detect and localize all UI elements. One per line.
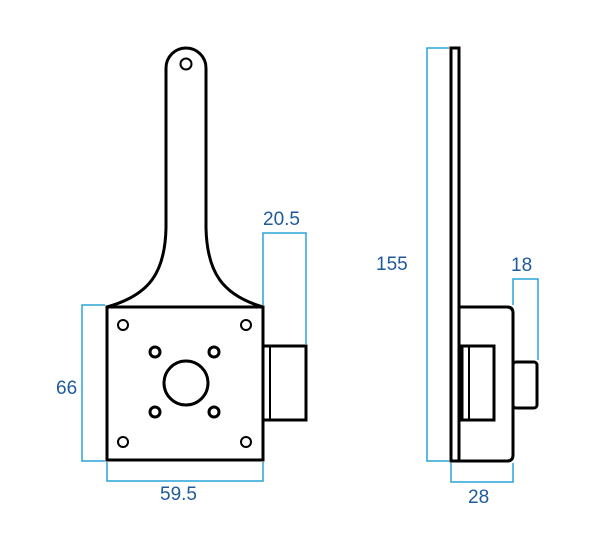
dimension-label-width: 59.5 <box>160 484 197 505</box>
dimension-label-height: 66 <box>56 378 77 399</box>
front-view <box>105 46 308 462</box>
dimension-line-base-depth <box>450 463 514 483</box>
bolt-hole-top-right <box>207 345 221 359</box>
dimension-label-base-depth: 28 <box>468 487 489 508</box>
dimension-line-total-height <box>426 47 449 462</box>
side-view-dimensions <box>426 47 539 483</box>
dimension-label-total-height: 155 <box>376 254 408 275</box>
corner-hole-bottom-left <box>117 436 129 448</box>
bolt-hole-bottom-left <box>148 405 162 419</box>
dimension-line-side-boss-depth <box>512 278 539 360</box>
side-boss <box>511 360 539 410</box>
side-plate <box>449 46 461 463</box>
dimension-label-side-boss-depth: 18 <box>511 255 532 276</box>
corner-hole-bottom-right <box>240 436 252 448</box>
front-view-dimensions <box>81 232 307 482</box>
handle-arm-outline <box>106 46 264 309</box>
dimension-line-width <box>106 462 264 482</box>
corner-hole-top-right <box>240 319 252 331</box>
dimension-line-height <box>81 304 105 462</box>
bolt-hole-bottom-right <box>207 405 221 419</box>
mounting-plate <box>105 305 265 462</box>
dimension-label-boss-depth: 20.5 <box>263 209 300 230</box>
side-recess <box>460 344 496 422</box>
handle-hanging-hole <box>179 57 193 71</box>
corner-hole-top-left <box>117 319 129 331</box>
side-view <box>449 46 539 463</box>
bolt-hole-top-left <box>148 345 162 359</box>
center-hole <box>162 359 210 407</box>
dimension-line-boss-depth <box>262 232 307 344</box>
